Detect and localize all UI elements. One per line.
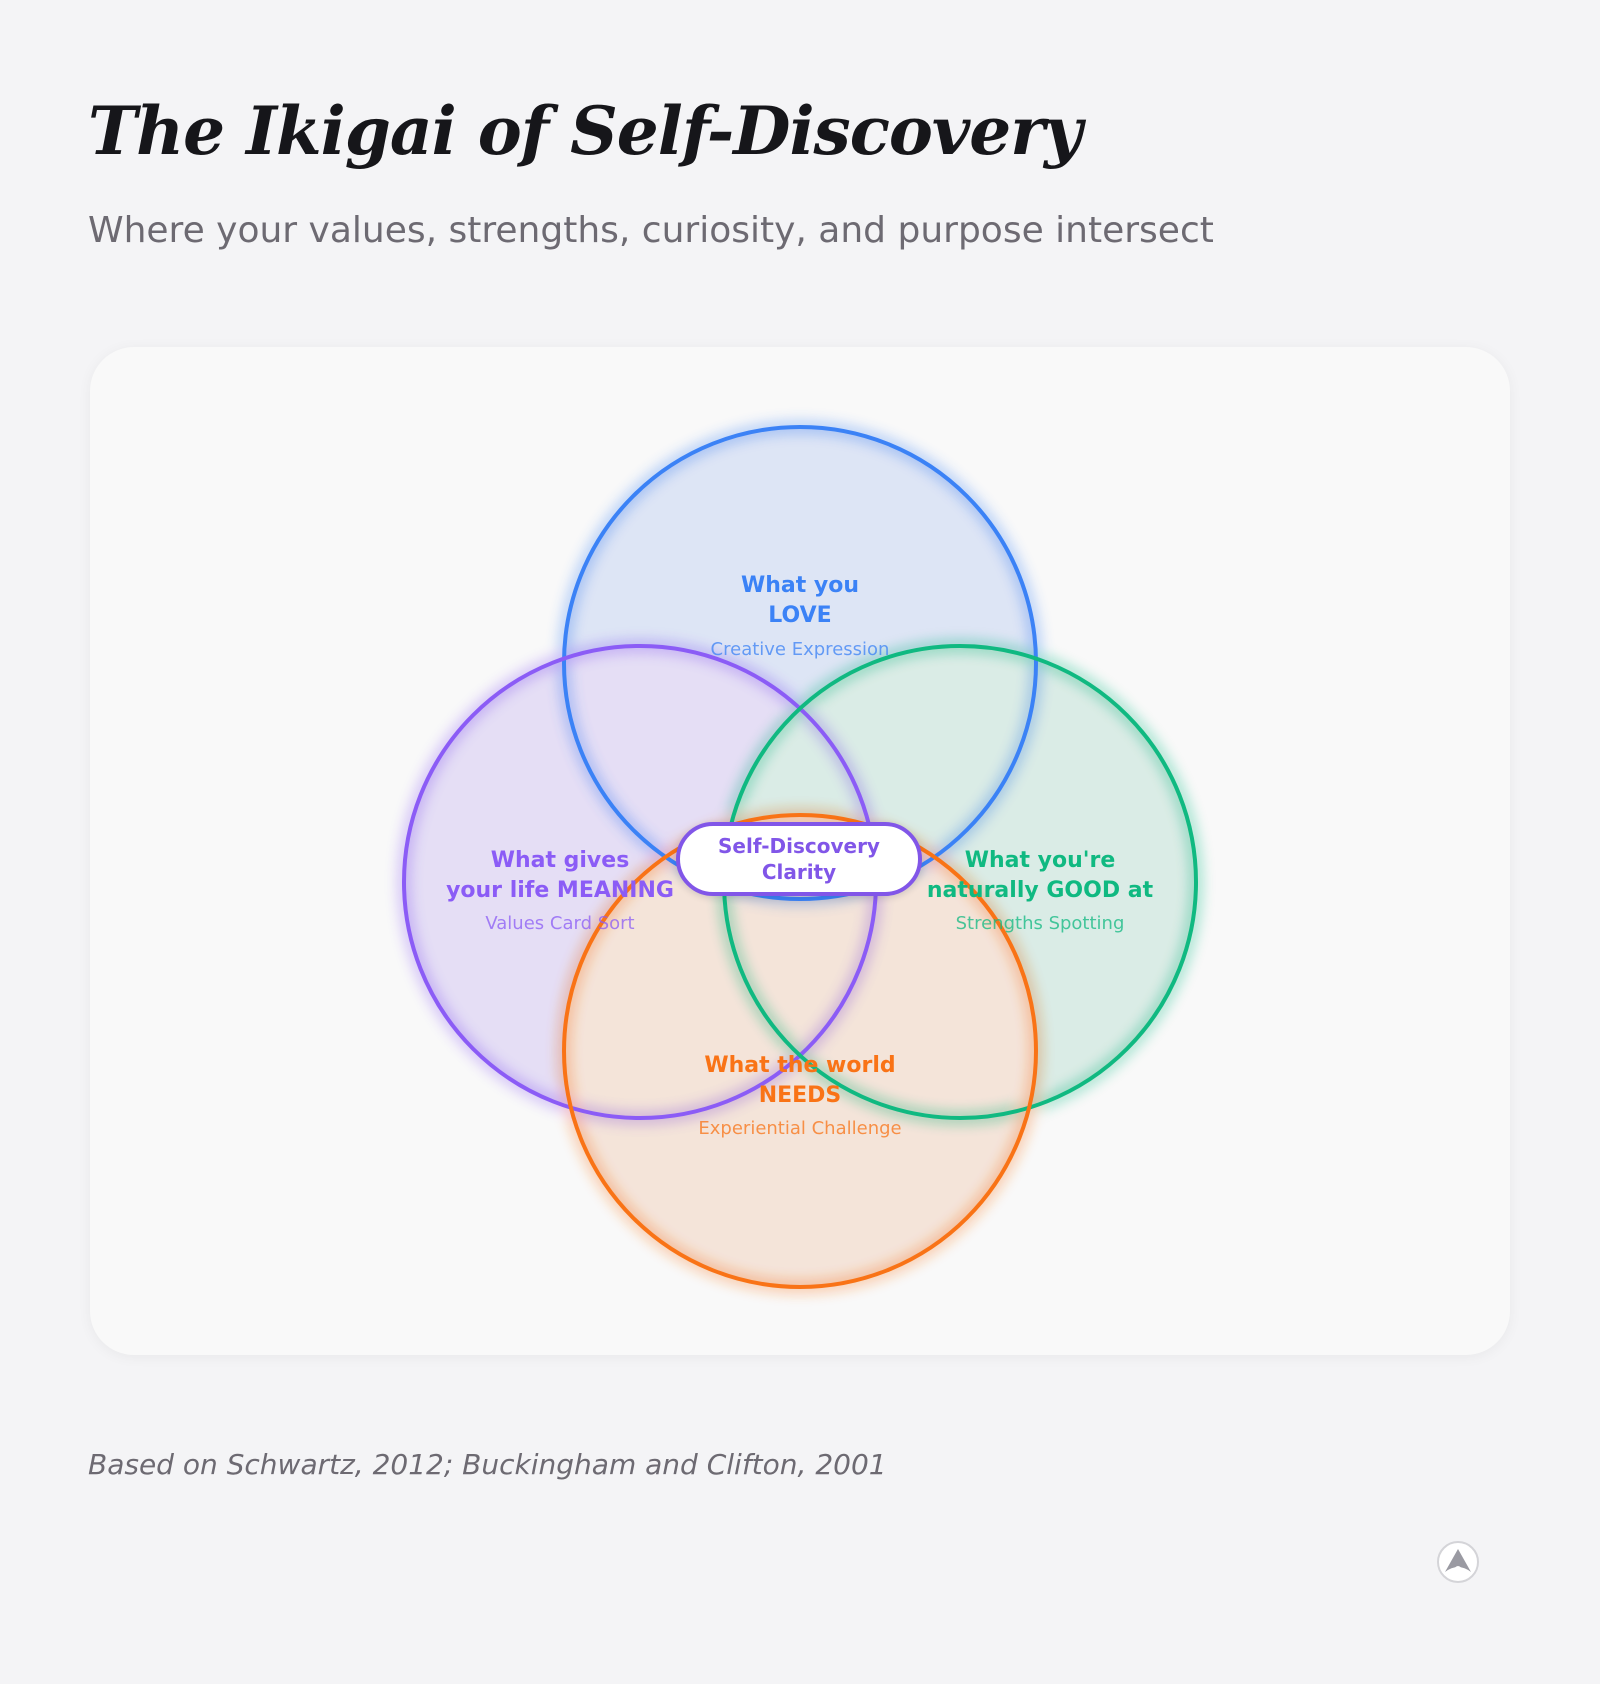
brand-logo-icon xyxy=(1437,1541,1479,1583)
needs-circle xyxy=(562,813,1038,1289)
needs-circle-fill xyxy=(564,815,1036,1287)
meaning-sublabel: Values Card Sort xyxy=(485,913,634,934)
needs-label-line2: NEEDS xyxy=(759,1083,842,1108)
source-footnote: Based on Schwartz, 2012; Buckingham and … xyxy=(88,1448,887,1481)
good-label-line1: What you're xyxy=(965,848,1116,873)
good-label-line2: naturally GOOD at xyxy=(927,878,1154,903)
love-circle xyxy=(562,425,1038,901)
needs-sublabel: Experiential Challenge xyxy=(698,1118,901,1139)
needs-label-line1: What the world xyxy=(704,1053,895,1078)
love-label-line2: LOVE xyxy=(768,603,831,628)
love-label-line1: What you xyxy=(741,573,859,598)
center-clarity-pill: Self-Discovery Clarity xyxy=(676,822,922,896)
good-sublabel: Strengths Spotting xyxy=(956,913,1125,934)
meaning-label-line1: What gives xyxy=(491,848,630,873)
page-subtitle: Where your values, strengths, curiosity,… xyxy=(88,210,1214,251)
love-sublabel: Creative Expression xyxy=(711,639,890,660)
center-label-line2: Clarity xyxy=(761,860,837,884)
page-title: The Ikigai of Self-Discovery xyxy=(88,92,1082,170)
center-label-line1: Self-Discovery xyxy=(718,834,880,858)
meaning-label-line2: your life MEANING xyxy=(446,878,674,903)
